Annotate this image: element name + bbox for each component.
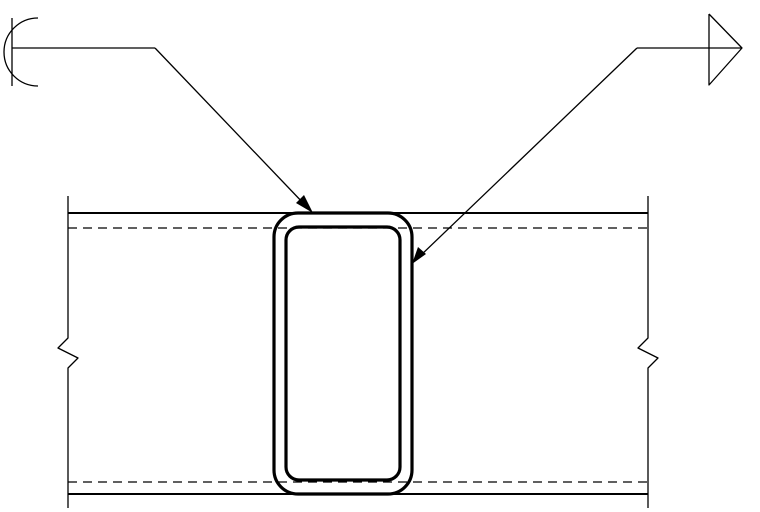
fillet-weld-symbol (708, 13, 743, 86)
flare-bevel-weld-symbol (3, 17, 39, 87)
left-leader-line (154, 47, 307, 207)
right-break-line (637, 196, 659, 508)
left-weld-callout (3, 17, 313, 213)
left-leader-arrowhead (296, 195, 313, 213)
rectangular-hollow-section (272, 211, 414, 496)
right-leader-arrowhead (412, 247, 426, 264)
right-leader-line (418, 47, 638, 258)
right-weld-callout (412, 13, 743, 264)
hss-inner-wall (284, 225, 402, 482)
hss-outer-wall (272, 211, 414, 496)
horizontal-beam (57, 196, 659, 508)
left-break-line (57, 196, 79, 508)
